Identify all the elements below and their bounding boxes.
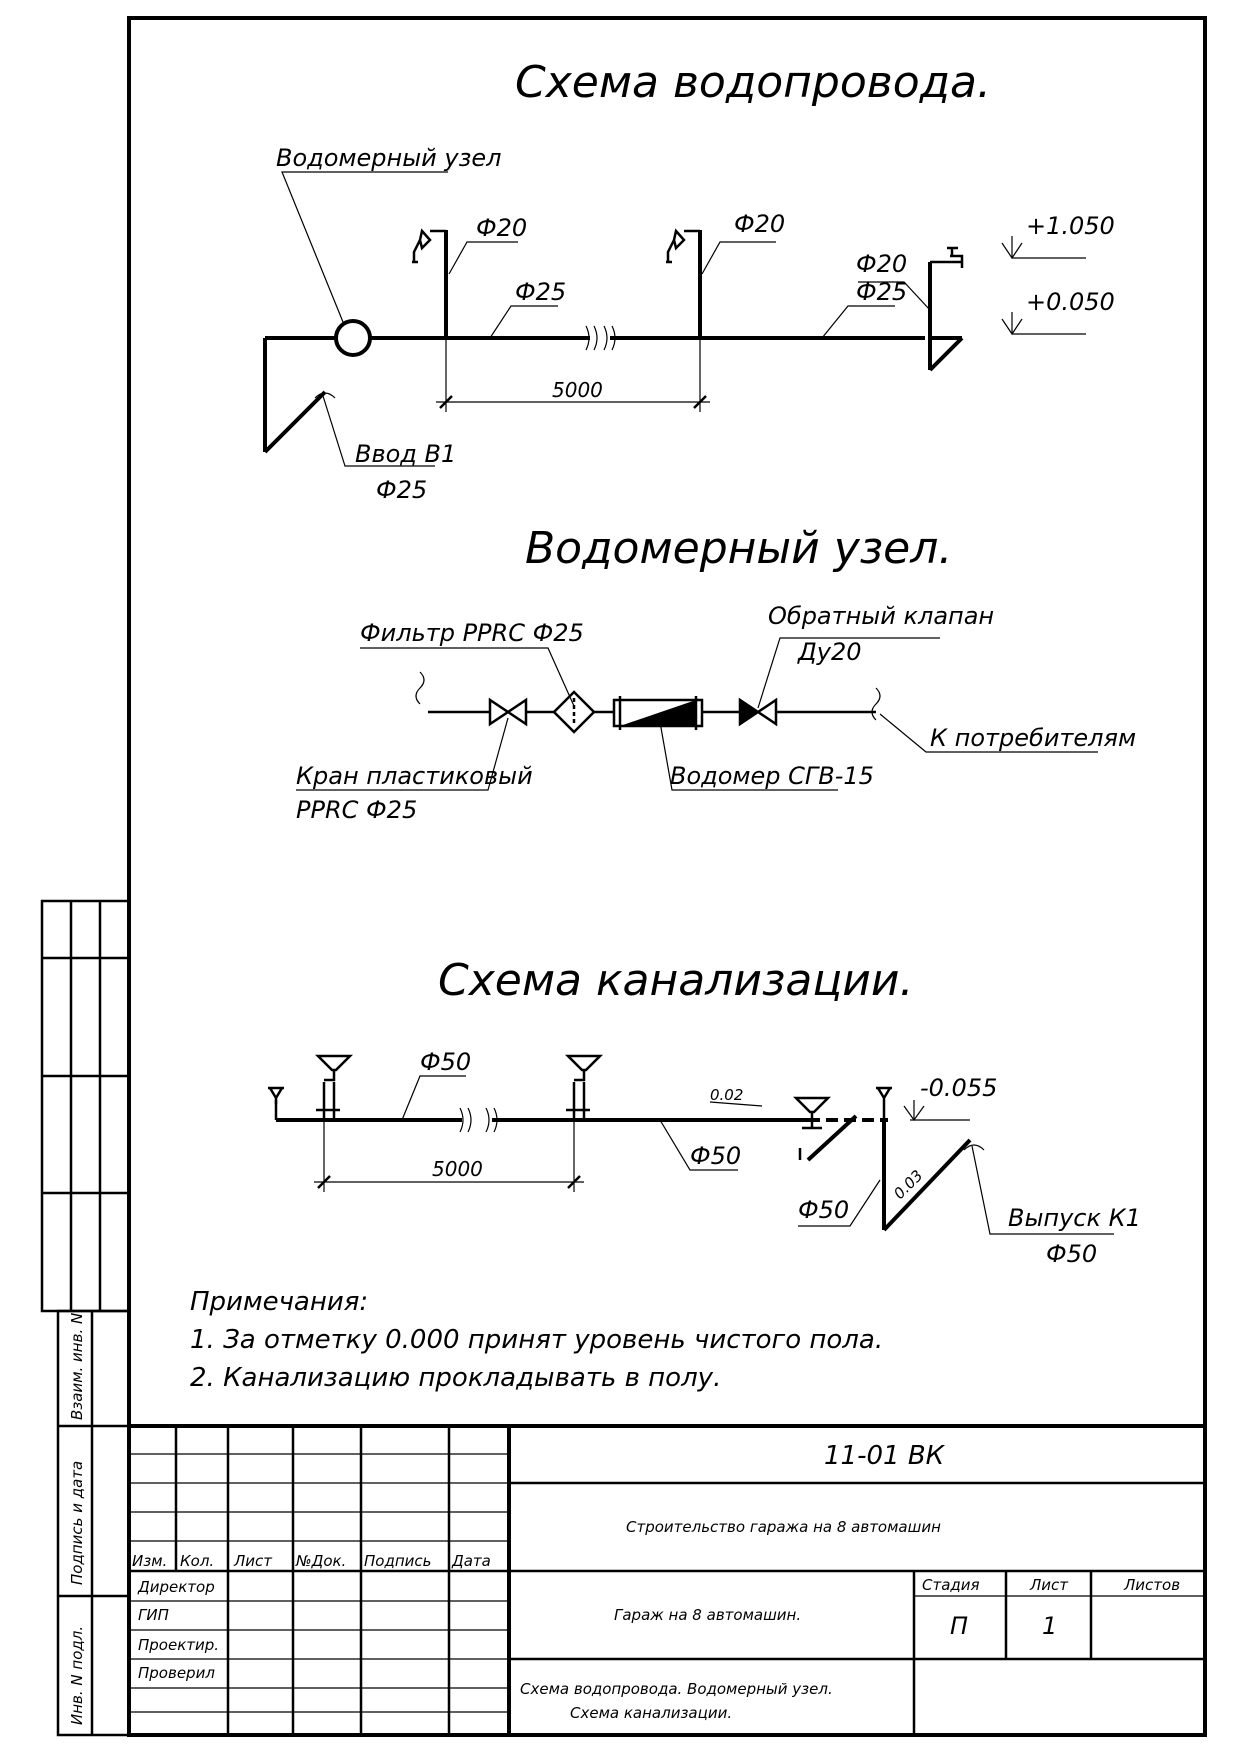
margin-podpis: Подпись и дата [68, 1461, 86, 1585]
riser1-dia: Ф20 [476, 214, 527, 242]
tb-role-designer: Проектир. [138, 1636, 219, 1654]
tap-icon-2 [666, 228, 700, 264]
tb-project: Строительство гаража на 8 автомашин [626, 1518, 941, 1536]
riser2-dia: Ф20 [734, 210, 785, 238]
water-scheme: Водомерный узел Ф20 Ф20 Ф25 Ф20 Ф25 +1.0… [263, 144, 1115, 504]
outlet-dia: Ф50 [1046, 1240, 1097, 1268]
meter-unit-diagram: Фильтр PPRC Ф25 Обратный клапан Ду20 К п… [296, 602, 1136, 824]
margin-vzaim: Взаим. инв. N [68, 1313, 86, 1420]
tb-sheets-label: Листов [1123, 1576, 1180, 1594]
meter-label: Водомер СГВ-15 [670, 762, 874, 790]
tb-sheet-title-2: Схема канализации. [570, 1704, 732, 1722]
sewer-span-dimension: 5000 [432, 1157, 483, 1181]
sewer-fixture-icon-1 [314, 1054, 354, 1082]
filter-label: Фильтр PPRC Ф25 [360, 619, 584, 647]
outlet-name: Выпуск К1 [1008, 1204, 1141, 1232]
tb-role-director: Директор [137, 1578, 215, 1596]
check-valve-size: Ду20 [797, 638, 862, 666]
sewer-scheme: Ф50 0.02 -0.055 Ф50 5000 0.03 Ф50 Выпуск… [268, 1048, 1141, 1268]
tb-sheet-title-1: Схема водопровода. Водомерный узел. [520, 1680, 833, 1698]
tb-header-kol: Кол. [180, 1552, 214, 1570]
tb-role-gip: ГИП [138, 1606, 169, 1624]
left-margin-stamps: Взаим. инв. N Подпись и дата Инв. N подл… [40, 899, 131, 1737]
sewer-scheme-title: Схема канализации. [438, 955, 913, 1006]
meter-unit-title: Водомерный узел. [525, 523, 952, 574]
tb-header-list: Лист [233, 1552, 273, 1570]
notes: Примечания: 1. За отметку 0.000 принят у… [190, 1287, 883, 1393]
riser3-dia-bottom: Ф25 [856, 278, 907, 306]
tap-label-line1: Кран пластиковый [296, 762, 533, 790]
main-dia: Ф25 [515, 278, 566, 306]
meter-unit-leader-label: Водомерный узел [276, 144, 501, 172]
sewer-main-dia-top: Ф50 [420, 1048, 471, 1076]
inlet-name: Ввод В1 [355, 440, 456, 468]
sewer-fixture-icon-2 [564, 1054, 604, 1082]
sewer-branch-dia: Ф50 [798, 1196, 849, 1224]
check-valve-symbol [738, 697, 761, 727]
tap-valve-symbol [488, 697, 528, 727]
notes-heading: Примечания: [190, 1287, 368, 1317]
tap-icon-1 [412, 228, 446, 264]
sewer-main-dia-bottom: Ф50 [690, 1142, 741, 1170]
tb-sheet-value: 1 [1042, 1612, 1057, 1640]
sheet-frame [127, 16, 1207, 1737]
sewer-vent-icon-2 [876, 1086, 892, 1120]
tb-header-izm: Изм. [132, 1552, 167, 1570]
to-consumers-label: К потребителям [930, 724, 1136, 752]
title-block: 11-01 ВК Строительство гаража на 8 автом… [129, 1424, 1205, 1735]
note-1: 1. За отметку 0.000 принят уровень чисто… [190, 1325, 883, 1355]
inlet-dia: Ф25 [376, 476, 427, 504]
tb-stage-value: П [950, 1612, 968, 1640]
water-scheme-title: Схема водопровода. [515, 57, 991, 108]
check-valve-label: Обратный клапан [768, 602, 994, 630]
sewer-fixture-icon-3 [792, 1096, 832, 1114]
tb-code: 11-01 ВК [824, 1441, 946, 1471]
water-meter-symbol [334, 319, 372, 357]
riser3-dia-top: Ф20 [856, 250, 907, 278]
tb-header-data: Дата [451, 1552, 491, 1570]
level-high: +1.050 [1026, 212, 1115, 240]
level-low: +0.050 [1026, 288, 1115, 316]
water-span-dimension: 5000 [552, 378, 603, 402]
tb-object: Гараж на 8 автомашин. [614, 1606, 801, 1624]
note-2: 2. Канализацию прокладывать в полу. [190, 1363, 721, 1393]
tap-label-line2: PPRC Ф25 [296, 796, 417, 824]
margin-inv: Инв. N подл. [68, 1626, 86, 1725]
tap-icon-3 [930, 246, 964, 268]
tb-role-checker: Проверил [138, 1664, 215, 1682]
tb-header-podpis: Подпись [364, 1552, 431, 1570]
tb-header-ndok: №Док. [295, 1552, 346, 1570]
sewer-vent-icon-1 [268, 1086, 284, 1104]
sewer-slope-1: 0.02 [710, 1086, 743, 1104]
tb-sheet-label: Лист [1029, 1576, 1069, 1594]
sewer-slope-2: 0.03 [890, 1166, 926, 1202]
sewer-level: -0.055 [920, 1074, 997, 1102]
tb-stage-label: Стадия [922, 1576, 980, 1594]
